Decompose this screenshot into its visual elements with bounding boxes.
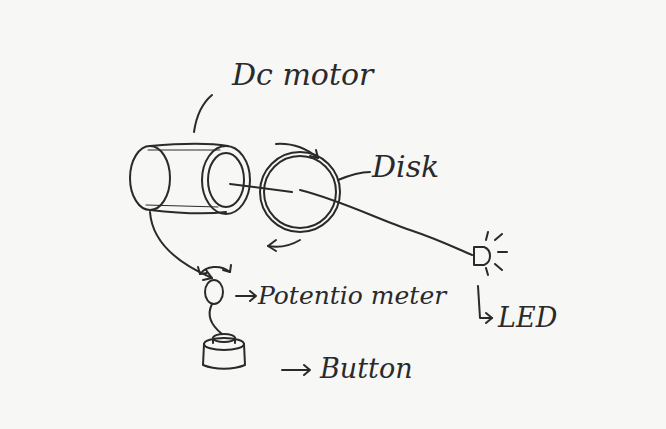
disk-drawing <box>260 152 340 232</box>
part-label: Button <box>320 355 413 382</box>
pointer-arrow <box>282 365 310 375</box>
pointer-arrow <box>236 291 256 301</box>
leader-line <box>338 172 370 180</box>
leader-line <box>194 95 212 132</box>
led-symbol <box>474 232 507 275</box>
part-label: Disk <box>372 152 439 182</box>
wire <box>150 212 212 278</box>
rotation-arrow <box>268 144 318 251</box>
wire <box>210 304 222 334</box>
potentiometer-drawing <box>198 265 231 304</box>
part-label: Potentio meter <box>258 283 446 308</box>
button-drawing <box>203 334 245 369</box>
part-label: LED <box>498 304 557 331</box>
pointer-arrow <box>478 286 492 318</box>
part-label: Dc motor <box>232 60 373 90</box>
dc-motor-drawing <box>130 144 292 214</box>
pointer-arrow <box>486 313 492 323</box>
wire <box>300 190 472 255</box>
wire <box>203 270 212 280</box>
